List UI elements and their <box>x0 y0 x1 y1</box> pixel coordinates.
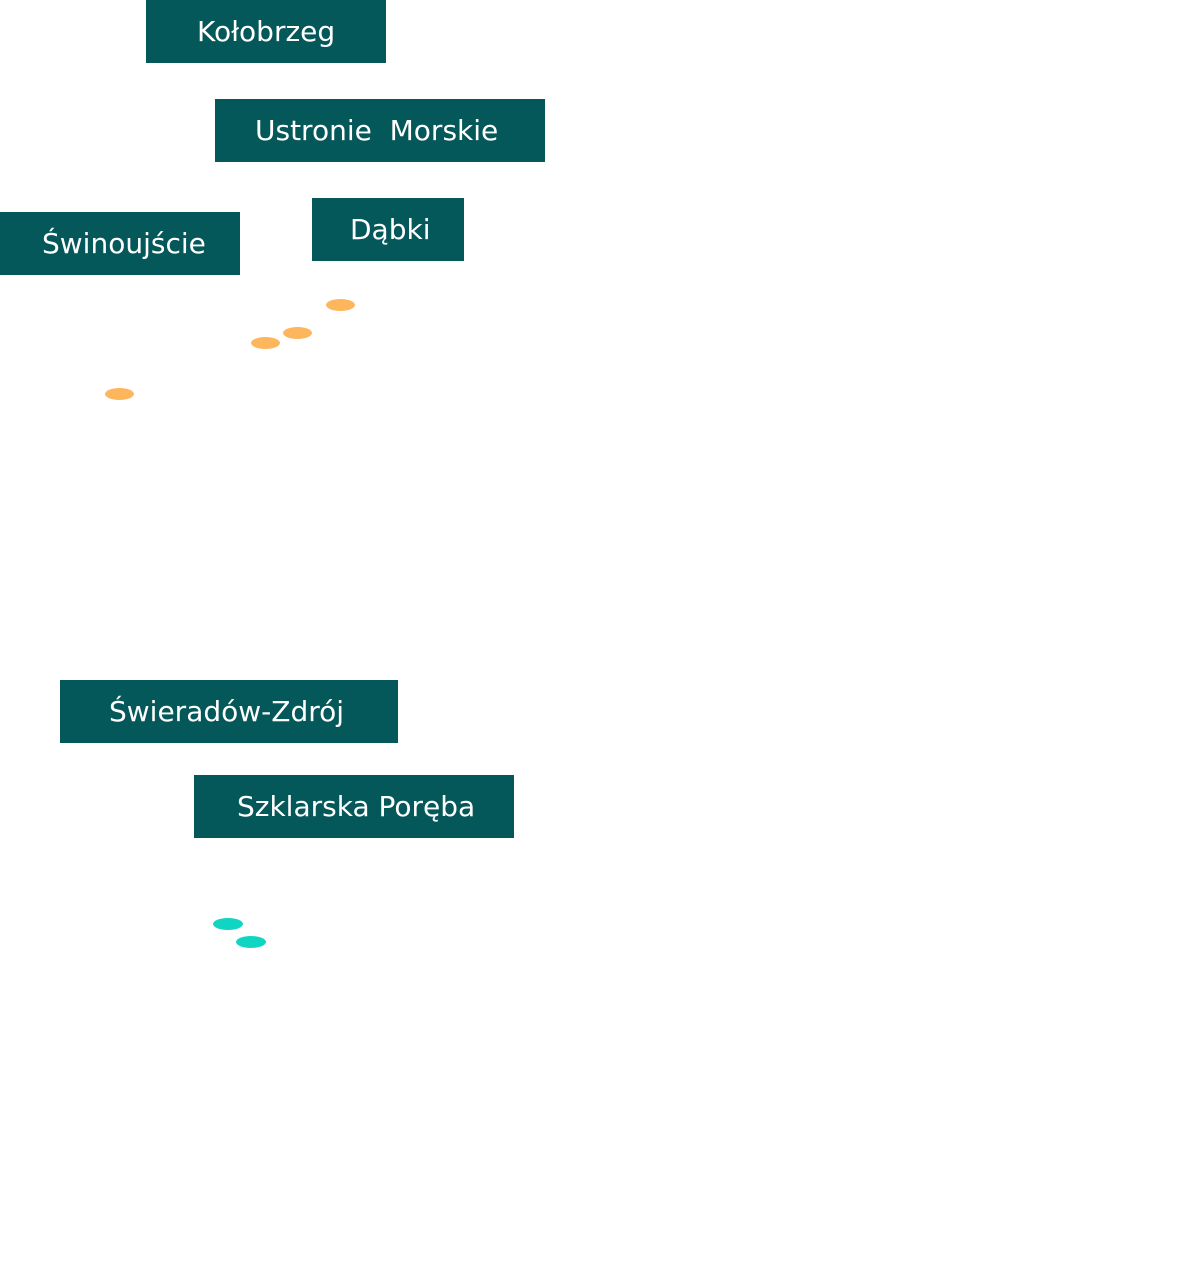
label-swieradow-zdroj-text: Świeradów-Zdrój <box>109 695 345 728</box>
label-swinoujscie: Świnoujście <box>0 212 240 275</box>
location-marker-szklarska-poreba <box>236 936 266 948</box>
location-marker-kolobrzeg <box>251 337 280 349</box>
label-szklarska-poreba-text: Szklarska Poręba <box>237 790 476 823</box>
location-marker-swinoujscie <box>105 388 134 400</box>
label-swinoujscie-text: Świnoujście <box>42 227 206 260</box>
location-marker-dabki <box>326 299 355 311</box>
location-marker-ustronie-morskie <box>283 327 312 339</box>
location-marker-swieradow-zdroj <box>213 918 243 930</box>
label-swieradow-zdroj: Świeradów-Zdrój <box>60 680 398 743</box>
label-kolobrzeg-text: Kołobrzeg <box>197 15 336 48</box>
label-dabki-text: Dąbki <box>350 213 431 246</box>
label-kolobrzeg: Kołobrzeg <box>146 0 386 63</box>
label-dabki: Dąbki <box>312 198 464 261</box>
label-ustronie-morskie: Ustronie Morskie <box>215 99 545 162</box>
label-ustronie-morskie-text: Ustronie Morskie <box>255 114 499 147</box>
label-szklarska-poreba: Szklarska Poręba <box>194 775 514 838</box>
